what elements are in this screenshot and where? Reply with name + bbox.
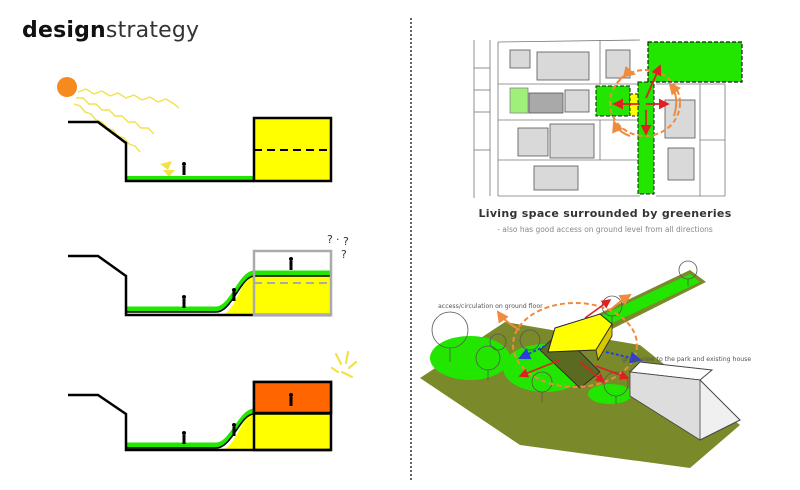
- question-marks: ?.??: [327, 230, 349, 261]
- terrain-profile: [68, 393, 331, 452]
- svg-text:?: ?: [327, 233, 333, 246]
- person-icon: [182, 431, 186, 444]
- dotted-divider: [410, 18, 412, 480]
- green-ground: [126, 176, 254, 181]
- site-plan: [473, 39, 743, 198]
- plan-caption: Living space surrounded by greeneries: [478, 207, 732, 220]
- title-bold: design: [22, 18, 106, 43]
- label-view: great view to the park and existing hous…: [622, 356, 752, 363]
- sun-icon: [57, 77, 77, 97]
- green-park: [647, 41, 743, 83]
- person-icon: [232, 423, 236, 436]
- terrain-profile: [68, 254, 331, 317]
- plan-subcaption: - also has good access on ground level f…: [497, 225, 713, 234]
- title-light: strategy: [105, 18, 200, 43]
- person-icon: [289, 257, 293, 270]
- tree-icons: [431, 260, 698, 404]
- green-strip: [637, 81, 655, 195]
- person-icon: [182, 162, 186, 175]
- page-title: designstrategy: [22, 18, 199, 43]
- label-access: access/circulation on ground floor: [438, 303, 543, 310]
- svg-text:?: ?: [341, 248, 347, 261]
- person-icon: [232, 288, 236, 301]
- svg-text:.: .: [336, 230, 340, 243]
- section-3: [68, 350, 358, 452]
- circulation-ring: [609, 69, 681, 137]
- burst-lines: [330, 350, 358, 379]
- terrain-profile: [68, 120, 254, 183]
- svg-text:?: ?: [343, 235, 349, 248]
- person-icon: [289, 393, 293, 406]
- axonometric-view: [420, 260, 741, 468]
- person-icon: [182, 295, 186, 308]
- section-2: ?.??: [68, 230, 349, 317]
- section-1: [57, 77, 333, 183]
